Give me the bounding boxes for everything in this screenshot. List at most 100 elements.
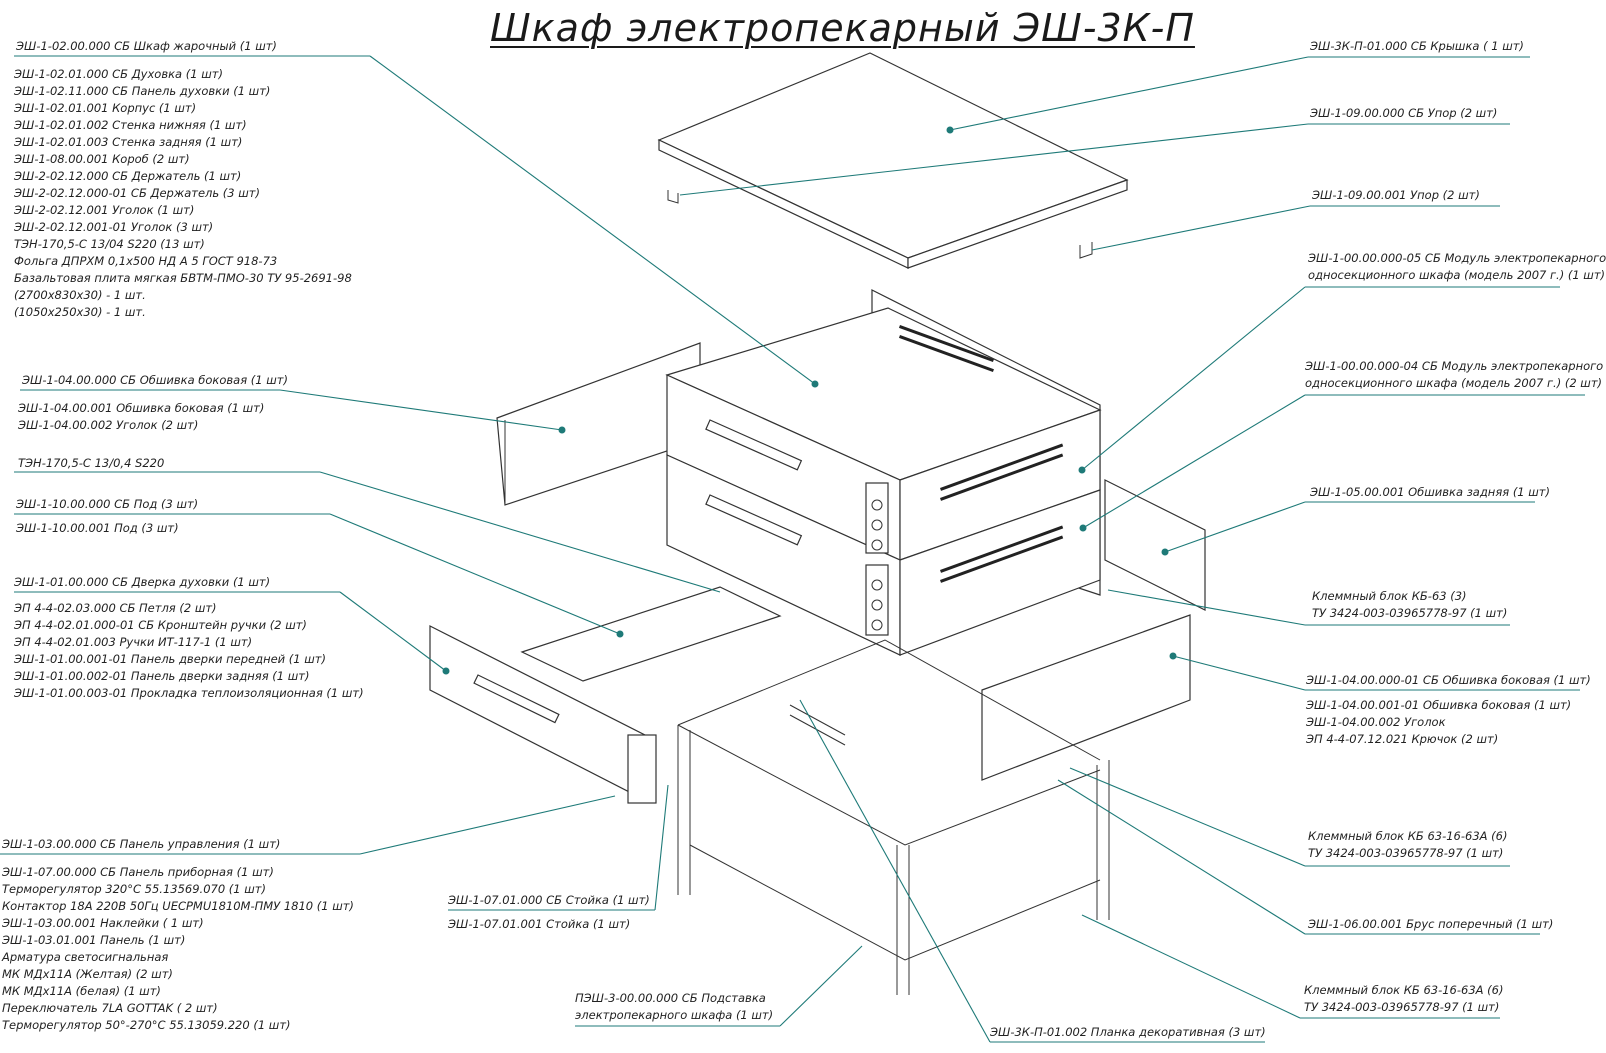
list-item: ЭП 4-4-07.12.021 Крючок (2 шт) [1306, 732, 1499, 746]
drawing-title: Шкаф электропекарный ЭШ-3К-П [490, 6, 1195, 50]
list-item: ЭШ-1-02.01.002 Стенка нижняя (1 шт) [14, 118, 247, 132]
label-module-04: ЭШ-1-00.00.000-04 СБ Модуль электропекар… [1305, 358, 1603, 392]
label-module-05: ЭШ-1-00.00.000-05 СБ Модуль электропекар… [1308, 250, 1606, 284]
label-head: ЭШ-1-07.01.000 СБ Стойка (1 шт) [448, 893, 650, 907]
list-item: ЭШ-2-02.12.001-01 Уголок (3 шт) [14, 220, 214, 234]
list-item: ЭШ-1-03.00.001 Наклейки ( 1 шт) [2, 916, 204, 930]
label-head: Клеммный блок КБ-63 (3) [1312, 589, 1467, 603]
label-head: ЭШ-1-05.00.001 Обшивка задняя (1 шт) [1310, 485, 1550, 499]
list-item: ЭШ-1-02.01.001 Корпус (1 шт) [14, 101, 197, 115]
list-item: Терморегулятор 50°-270°С 55.13059.220 (1… [2, 1018, 291, 1032]
oven-modules [665, 289, 1186, 735]
list-item: Переключатель 7LA GOTTAK ( 2 шт) [2, 1001, 218, 1015]
list-item: ЭШ-1-04.00.001-01 Обшивка боковая (1 шт) [1306, 698, 1572, 712]
list-item: МК МДх11А (белая) (1 шт) [2, 984, 161, 998]
label-head: Клеммный блок КБ 63-16-63А (6) [1304, 983, 1504, 997]
list-item: ЭШ-1-08.00.001 Короб (2 шт) [14, 152, 190, 166]
list-item: ЭШ-1-04.00.002 Уголок (2 шт) [18, 418, 199, 432]
label-oven-door-items: ЭП 4-4-02.03.000 СБ Петля (2 шт) ЭП 4-4-… [14, 600, 364, 702]
list-item: ЭШ-1-02.01.003 Стенка задняя (1 шт) [14, 135, 243, 149]
label-stand: ПЭШ-3-00.00.000 СБ Подставка электропека… [575, 990, 773, 1024]
stand-frame [677, 639, 1110, 995]
list-item: ЭШ-1-03.01.001 Панель (1 шт) [2, 933, 186, 947]
label-hearth: ЭШ-1-10.00.000 СБ Под (3 шт) [16, 496, 198, 513]
label-side-cover-right-items: ЭШ-1-04.00.001-01 Обшивка боковая (1 шт)… [1306, 697, 1571, 748]
label-oven-cabinet: ЭШ-1-02.00.000 СБ Шкаф жарочный (1 шт) [16, 38, 277, 55]
label-head: ЭШ-1-06.00.001 Брус поперечный (1 шт) [1308, 917, 1554, 931]
label-terminal-block-1: Клеммный блок КБ-63 (3) ТУ 3424-003-0396… [1312, 588, 1507, 622]
label-side-cover: ЭШ-1-04.00.000 СБ Обшивка боковая (1 шт) [22, 372, 288, 389]
list-item: (1050х250х30) - 1 шт. [14, 305, 146, 319]
label-head: ЭШ-1-02.00.000 СБ Шкаф жарочный (1 шт) [16, 39, 277, 53]
list-item: ЭШ-1-04.00.001 Обшивка боковая (1 шт) [18, 401, 265, 415]
list-item: ЭШ-1-02.11.000 СБ Панель духовки (1 шт) [14, 84, 271, 98]
label-lid: ЭШ-3К-П-01.000 СБ Крышка ( 1 шт) [1310, 38, 1524, 55]
label-hearth-items: ЭШ-1-10.00.001 Под (3 шт) [16, 520, 179, 537]
list-item: ЭШ-1-07.00.000 СБ Панель приборная (1 шт… [2, 865, 274, 879]
list-item: электропекарного шкафа (1 шт) [575, 1008, 774, 1022]
list-item: ЭШ-1-01.00.001-01 Панель дверки передней… [14, 652, 326, 666]
list-item: ТЭН-170,5-С 13/04 S220 (13 шт) [14, 237, 205, 251]
list-item: (2700х830х30) - 1 шт. [14, 288, 146, 302]
label-decor-strip: ЭШ-3К-П-01.002 Планка декоративная (3 шт… [990, 1024, 1266, 1041]
back-cover [1104, 479, 1206, 611]
label-head: ЭШ-3К-П-01.002 Планка декоративная (3 шт… [990, 1025, 1266, 1039]
label-head: ЭШ-1-09.00.001 Упор (2 шт) [1312, 188, 1480, 202]
list-item: ТУ 3424-003-03965778-97 (1 шт) [1308, 846, 1504, 860]
label-control-panel: ЭШ-1-03.00.000 СБ Панель управления (1 ш… [2, 836, 280, 853]
list-item: ТУ 3424-003-03965778-97 (1 шт) [1304, 1000, 1500, 1014]
list-item: ЭШ-2-02.12.000-01 СБ Держатель (3 шт) [14, 186, 260, 200]
label-heating-element: ТЭН-170,5-С 13/0,4 S220 [18, 455, 164, 472]
list-item: ЭШ-1-01.00.002-01 Панель дверки задняя (… [14, 669, 310, 683]
label-control-panel-items: ЭШ-1-07.00.000 СБ Панель приборная (1 шт… [2, 864, 354, 1034]
list-item: Арматура светосигнальная [2, 950, 169, 964]
list-item: Фольга ДПРХМ 0,1х500 НД А 5 ГОСТ 918-73 [14, 254, 278, 268]
list-item: односекционного шкафа (модель 2007 г.) (… [1305, 376, 1603, 390]
list-item: ЭП 4-4-02.01.000-01 СБ Кронштейн ручки (… [14, 618, 307, 632]
leader-lines [0, 55, 1585, 1043]
list-item: Контактор 18А 220В 50Гц UECPMU1810M-ПМУ … [2, 899, 354, 913]
hearth-plate [520, 586, 782, 682]
list-item: односекционного шкафа (модель 2007 г.) (… [1308, 268, 1606, 282]
stop-part-right [1079, 242, 1093, 259]
label-head: ЭШ-1-03.00.000 СБ Панель управления (1 ш… [2, 837, 281, 851]
list-item: ЭП 4-4-02.03.000 СБ Петля (2 шт) [14, 601, 217, 615]
stop-part-left [667, 190, 679, 204]
label-head: Клеммный блок КБ 63-16-63А (6) [1308, 829, 1508, 843]
label-head: ЭШ-1-01.00.000 СБ Дверка духовки (1 шт) [14, 575, 271, 589]
label-head: ЭШ-1-00.00.000-04 СБ Модуль электропекар… [1305, 359, 1604, 373]
label-back-cover: ЭШ-1-05.00.001 Обшивка задняя (1 шт) [1310, 484, 1550, 501]
label-stop: ЭШ-1-09.00.001 Упор (2 шт) [1312, 187, 1480, 204]
label-head: ЭШ-3К-П-01.000 СБ Крышка ( 1 шт) [1310, 39, 1524, 53]
label-oven-cabinet-items: ЭШ-1-02.01.000 СБ Духовка (1 шт) ЭШ-1-02… [14, 66, 352, 321]
label-terminal-block-2: Клеммный блок КБ 63-16-63А (6) ТУ 3424-0… [1308, 828, 1507, 862]
list-item: Терморегулятор 320°С 55.13569.070 (1 шт) [2, 882, 266, 896]
label-head: ЭШ-1-09.00.000 СБ Упор (2 шт) [1310, 106, 1498, 120]
label-terminal-block-3: Клеммный блок КБ 63-16-63А (6) ТУ 3424-0… [1304, 982, 1503, 1016]
label-head: ЭШ-1-04.00.000-01 СБ Обшивка боковая (1 … [1306, 673, 1591, 687]
label-side-cover-items: ЭШ-1-04.00.001 Обшивка боковая (1 шт) ЭШ… [18, 400, 264, 434]
list-item: ЭШ-1-02.01.000 СБ Духовка (1 шт) [14, 67, 223, 81]
lid-part [657, 52, 1129, 269]
label-head: ЭШ-1-10.00.000 СБ Под (3 шт) [16, 497, 199, 511]
label-stop-assembly: ЭШ-1-09.00.000 СБ Упор (2 шт) [1310, 105, 1497, 122]
list-item: ЭШ-2-02.12.001 Уголок (1 шт) [14, 203, 195, 217]
side-cover-right [981, 614, 1191, 781]
label-crossbar: ЭШ-1-06.00.001 Брус поперечный (1 шт) [1308, 916, 1553, 933]
list-item: ТУ 3424-003-03965778-97 (1 шт) [1312, 606, 1508, 620]
list-item: ЭШ-1-07.01.001 Стойка (1 шт) [448, 917, 631, 931]
list-item: ЭШ-1-04.00.002 Уголок [1306, 715, 1446, 729]
label-oven-door: ЭШ-1-01.00.000 СБ Дверка духовки (1 шт) [14, 574, 270, 591]
label-side-cover-right: ЭШ-1-04.00.000-01 СБ Обшивка боковая (1 … [1306, 672, 1591, 689]
list-item: МК МДх11А (Желтая) (2 шт) [2, 967, 173, 981]
label-head: ПЭШ-3-00.00.000 СБ Подставка [575, 991, 766, 1005]
list-item: Базальтовая плита мягкая БВТМ-ПМО-30 ТУ … [14, 271, 352, 285]
label-head: ЭШ-1-04.00.000 СБ Обшивка боковая (1 шт) [22, 373, 288, 387]
oven-door [429, 625, 657, 804]
list-item: ЭШ-2-02.12.000 СБ Держатель (1 шт) [14, 169, 242, 183]
label-head: ЭШ-1-00.00.000-05 СБ Модуль электропекар… [1308, 251, 1606, 265]
list-item: ЭП 4-4-02.01.003 Ручки ИТ-117-1 (1 шт) [14, 635, 253, 649]
list-item: ЭШ-1-10.00.001 Под (3 шт) [16, 521, 179, 535]
label-head: ТЭН-170,5-С 13/0,4 S220 [18, 456, 165, 470]
